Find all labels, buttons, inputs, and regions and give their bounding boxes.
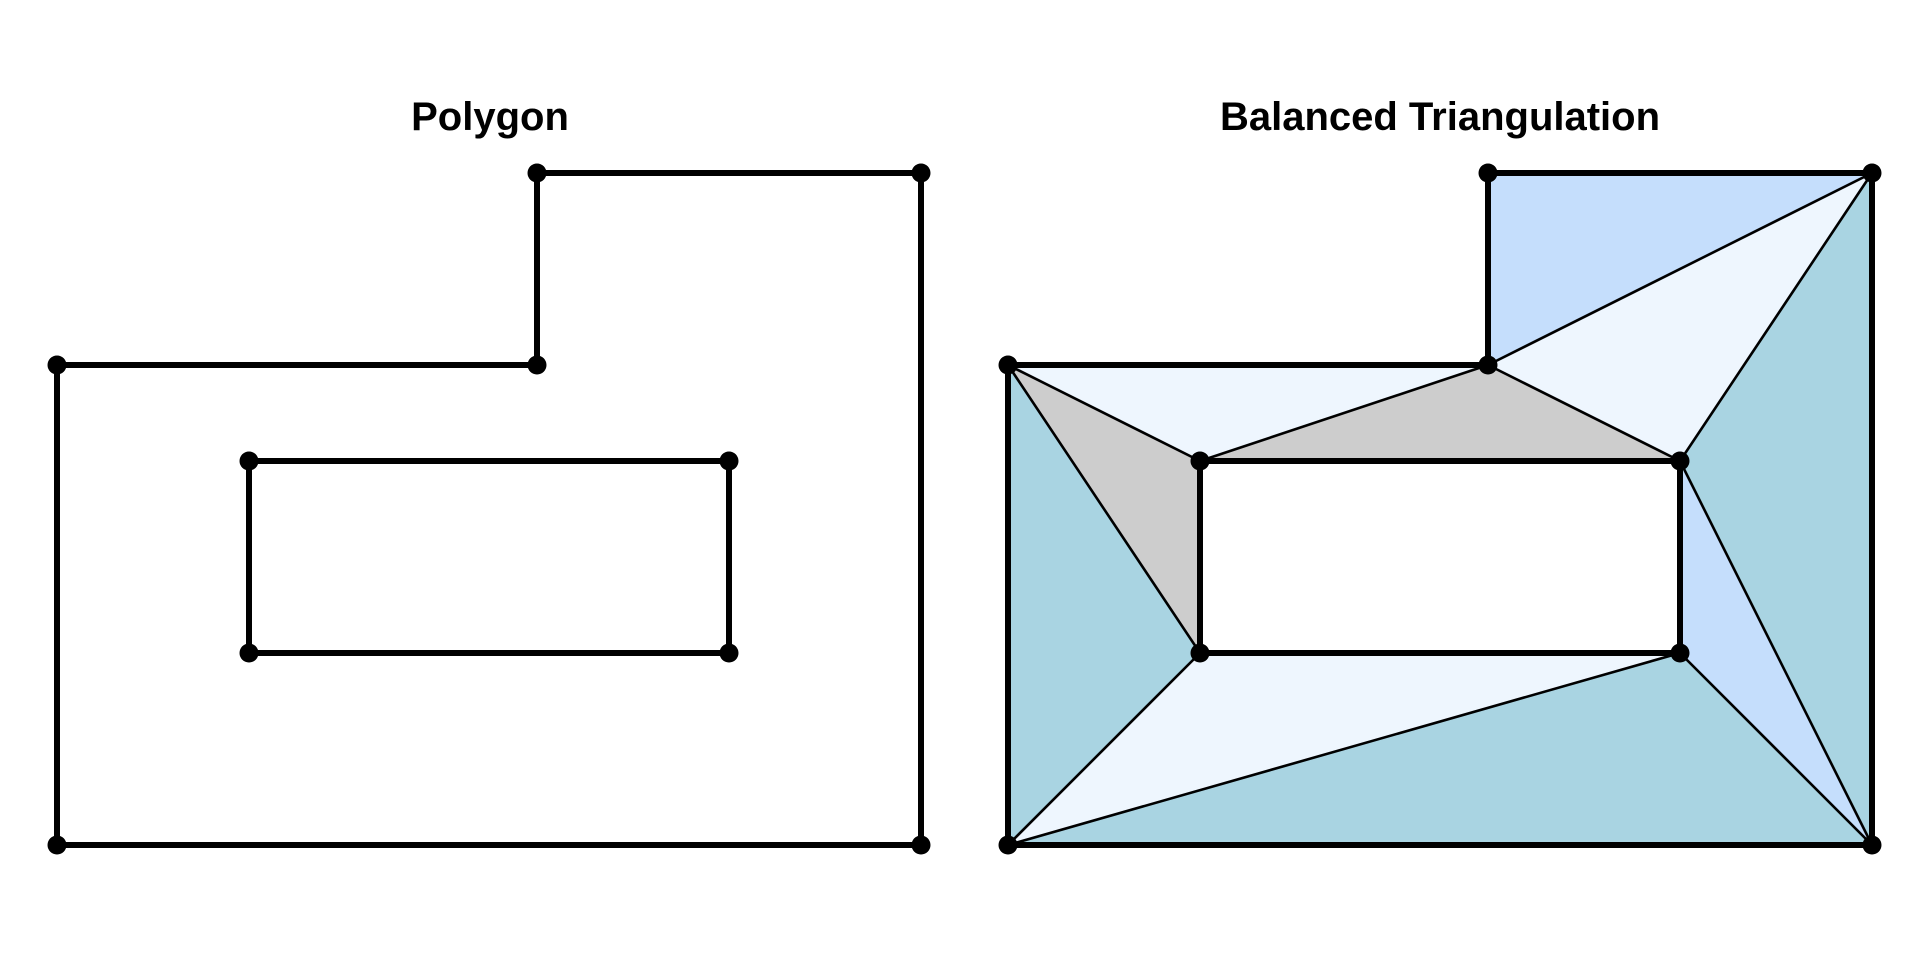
diagonal-ag — [1006, 651, 1202, 847]
polygon-vertex-hole-2 — [719, 451, 739, 471]
polygon-vertex-outer-1 — [911, 835, 931, 855]
triangulation-hole-boundary — [1197, 458, 1683, 656]
triangulation-vertex-b — [1862, 835, 1882, 855]
triangulation-vertex-i — [1670, 451, 1690, 471]
polygon-panel: Polygon — [47, 95, 931, 855]
diagonal-ci — [1678, 171, 1874, 463]
polygon-shapes — [47, 163, 931, 855]
polygon-outer-boundary — [54, 170, 924, 848]
diagonal-fj — [1006, 363, 1202, 463]
polygon-vertex-outer-4 — [527, 355, 547, 375]
diagonal-ah — [1006, 651, 1682, 847]
polygon-vertex-outer-0 — [47, 835, 67, 855]
triangulation-vertex-c — [1862, 163, 1882, 183]
diagonal-bi — [1678, 459, 1874, 847]
triangulation-vertex-a — [998, 835, 1018, 855]
triangle-afg — [1008, 365, 1200, 845]
diagonal-bh — [1678, 651, 1874, 847]
diagonal-ec — [1486, 171, 1874, 367]
triangle-fej — [1008, 365, 1488, 461]
diagonal-ej — [1198, 363, 1490, 463]
polygon-vertex-outer-5 — [47, 355, 67, 375]
triangulation-vertex-j — [1190, 451, 1210, 471]
triangulation-panel: Balanced Triangulation — [998, 95, 1882, 855]
polygon-hole-boundary — [246, 458, 732, 656]
triangle-ahb — [1008, 653, 1872, 845]
triangle-eci — [1488, 173, 1872, 461]
triangulation-vertex-h — [1670, 643, 1690, 663]
triangulation-vertex-g — [1190, 643, 1210, 663]
polygon-vertex-hole-1 — [719, 643, 739, 663]
polygon-vertex-outer-2 — [911, 163, 931, 183]
diagonal-ei — [1486, 363, 1682, 463]
polygon-panel-title: Polygon — [411, 95, 569, 139]
triangulation-panel-title: Balanced Triangulation — [1220, 95, 1660, 139]
triangulation-vertex-f — [998, 355, 1018, 375]
triangulation-vertex-e — [1478, 355, 1498, 375]
polygon-vertex-outer-3 — [527, 163, 547, 183]
triangle-ibc — [1680, 173, 1872, 845]
triangulation-vertex-d — [1478, 163, 1498, 183]
triangle-jei — [1200, 365, 1680, 461]
diagonal-fg — [1006, 363, 1202, 655]
polygon-vertex-hole-3 — [239, 451, 259, 471]
polygon-vertex-hole-0 — [239, 643, 259, 663]
triangulation-shapes — [998, 163, 1882, 855]
